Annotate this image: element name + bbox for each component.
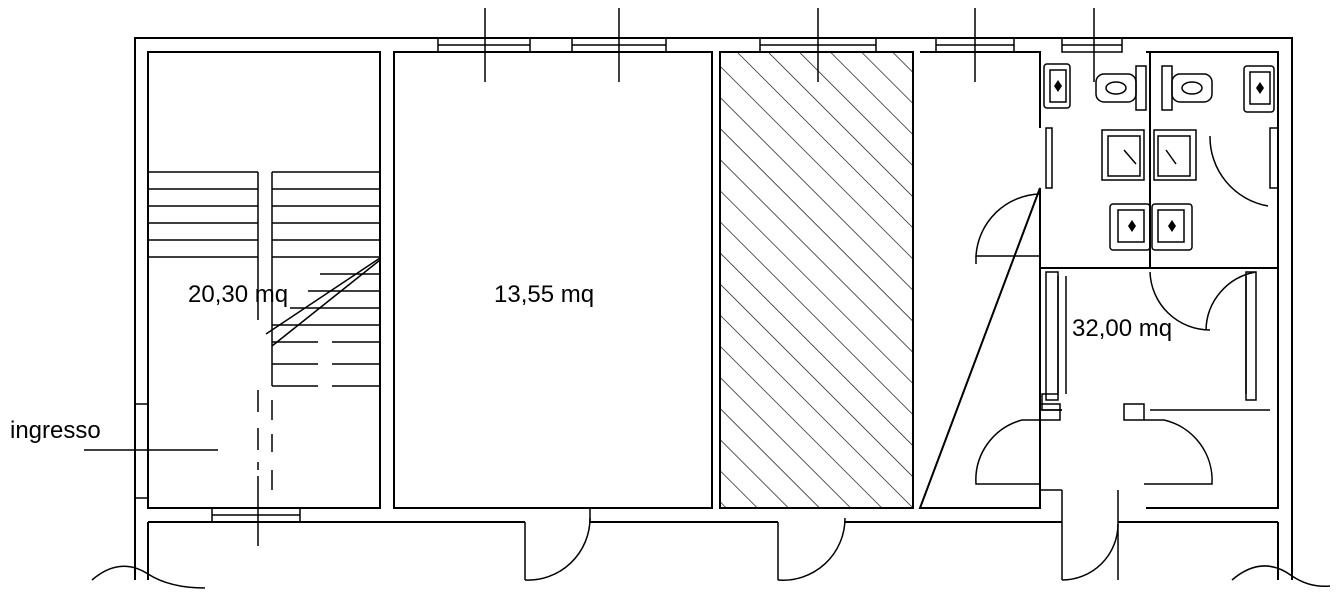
stair-area-label: 20,30 mq bbox=[188, 281, 288, 308]
top-windows bbox=[437, 37, 1123, 53]
staircase bbox=[148, 171, 381, 490]
room-area-label: 13,55 mq bbox=[494, 281, 594, 308]
entrance-label: ingresso bbox=[10, 417, 101, 444]
outer-walls bbox=[134, 37, 1293, 580]
service-block bbox=[918, 51, 1279, 509]
room-hatched bbox=[719, 51, 914, 509]
stair-room bbox=[134, 51, 381, 546]
doors bbox=[524, 135, 1269, 581]
service-area-label: 32,00 mq bbox=[1072, 315, 1172, 342]
room-main bbox=[393, 51, 713, 509]
break-lines bbox=[91, 565, 1331, 589]
sanitary-fixtures bbox=[1043, 63, 1275, 251]
